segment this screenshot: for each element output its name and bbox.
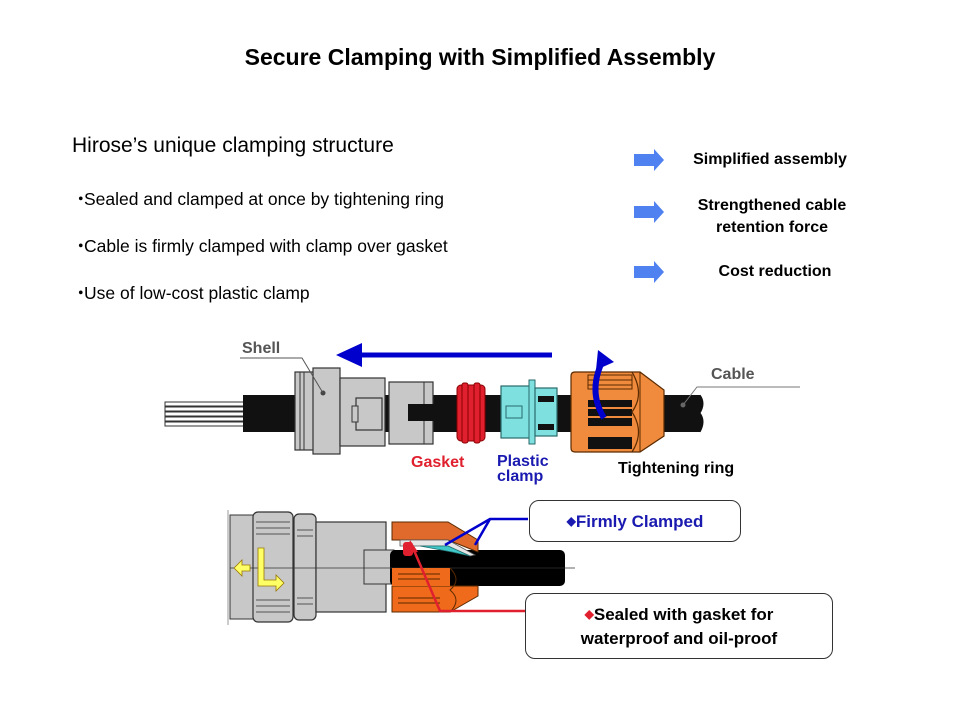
gasket-label: Gasket	[411, 454, 465, 471]
sealed-leader	[411, 547, 527, 613]
cable-wires	[164, 401, 246, 427]
plastic-clamp-label-line: clamp	[497, 468, 544, 485]
benefit-text: Cost reduction	[718, 263, 832, 280]
assembly-direction-arrow	[336, 343, 552, 367]
right-arrow-icon	[634, 261, 664, 283]
benefit-simplified-assembly: Simplified assembly	[670, 149, 870, 171]
benefit-text: retention force	[715, 219, 828, 236]
benefit-text: Simplified assembly	[693, 151, 847, 168]
firmly-clamped-callout: ◆Firmly Clamped	[529, 500, 741, 542]
benefit-retention-force: Strengthened cable retention force	[672, 195, 872, 239]
plastic-clamp-label-line: Plastic	[497, 453, 549, 470]
bullet-item: ・Use of low-cost plastic clamp	[72, 280, 310, 305]
bullet-text: Use of low-cost plastic clamp	[84, 283, 310, 303]
bullet-marker: ・	[72, 189, 90, 209]
plastic-clamp-part	[500, 379, 558, 445]
benefit-text: Strengthened cable	[697, 197, 847, 214]
firmly-clamped-text: Firmly Clamped	[575, 512, 704, 531]
cable-label: Cable	[711, 366, 755, 383]
sealed-text-line: Sealed with gasket for	[593, 605, 774, 624]
rotation-arrow-icon	[592, 350, 614, 420]
shell-leader-line	[240, 357, 324, 394]
gasket-part	[456, 382, 486, 444]
bullet-item: ・Cable is firmly clamped with clamp over…	[72, 233, 448, 258]
sealed-text-line: waterproof and oil-proof	[580, 629, 778, 648]
tightening-ring-label: Tightening ring	[618, 460, 735, 477]
section-subtitle: Hirose’s unique clamping structure	[72, 134, 394, 157]
benefit-cost-reduction: Cost reduction	[675, 261, 875, 283]
right-arrow-icon	[634, 149, 664, 171]
slide-title: Secure Clamping with Simplified Assembly	[244, 44, 716, 70]
bullet-marker: ・	[72, 236, 90, 256]
bullet-text: Cable is firmly clamped with clamp over …	[84, 236, 448, 256]
cable-leader-line	[682, 386, 800, 406]
plastic-clamp-label: Plastic clamp	[497, 453, 549, 485]
shell-label: Shell	[242, 340, 281, 357]
right-arrow-icon	[634, 201, 664, 223]
diamond-icon: ◆	[566, 514, 576, 528]
tightening-ring-part	[570, 371, 665, 453]
lock-direction-icon	[233, 547, 285, 592]
bullet-text: Sealed and clamped at once by tightening…	[84, 189, 444, 209]
exploded-view-diagram	[164, 343, 800, 455]
diamond-icon: ◆	[584, 607, 594, 621]
assembled-view-diagram	[227, 510, 575, 625]
sealed-callout: ◆Sealed with gasket for waterproof and o…	[525, 593, 833, 659]
bullet-item: ・Sealed and clamped at once by tightenin…	[72, 186, 444, 211]
shell-part	[294, 367, 438, 455]
coupling-nut	[252, 511, 294, 623]
bullet-marker: ・	[72, 283, 90, 303]
